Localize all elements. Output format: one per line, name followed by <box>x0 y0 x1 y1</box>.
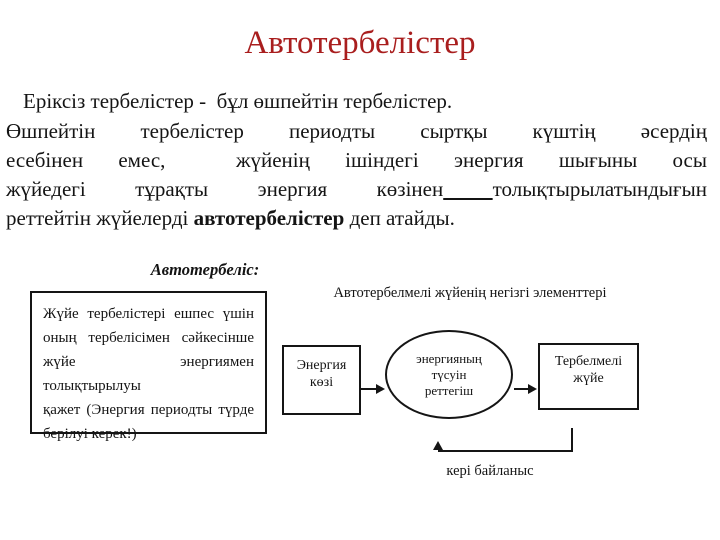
note-box-line: жүйе энергиямен толықтырылуы <box>43 354 254 394</box>
regulator-ellipse: энергияның түсуін реттегіш <box>385 330 513 419</box>
energy-source-box: Энергия көзі <box>282 345 361 415</box>
slide-title: Автотербелістер <box>244 25 476 61</box>
arrow-right-icon <box>376 384 385 394</box>
body-line-5-bold-term: автотербелістер <box>193 206 345 230</box>
body-line-2: Өшпейтін тербелістер периодты сыртқы күш… <box>6 119 707 143</box>
body-line-5: реттейтін жүйелерді автотербелістер деп … <box>6 204 707 233</box>
note-box: Жүйе тербелістері ешпес үшін оның тербел… <box>30 291 267 442</box>
body-paragraph: Өшпейтін тербелістер периодты сыртқы күш… <box>6 117 707 233</box>
energy-source-label-line2: көзі <box>309 375 334 390</box>
feedback-line-vertical <box>571 428 573 451</box>
underlined-space <box>443 177 492 201</box>
arrow-up-icon <box>433 441 443 450</box>
body-line-4: жүйедегі тұрақты энергия көзінен толықты… <box>6 175 707 204</box>
regulator-label-line2: түсуін <box>431 366 467 382</box>
oscillating-system-label-line1: Тербелмелі <box>554 354 623 369</box>
note-box-line: берілуі керек!) <box>43 426 137 442</box>
body-line-4-post: толықтырылатындығын <box>492 177 707 201</box>
body-line-1: Еріксіз тербелістер - бұл өшпейтін тербе… <box>23 89 453 113</box>
note-box-line: қажет (Энергия периодты түрде <box>43 402 254 418</box>
arrow-energy-to-regulator-line <box>361 388 378 390</box>
energy-source-label-line1: Энергия <box>296 358 347 373</box>
oscillating-system-label-line2: жүйе <box>573 371 604 386</box>
note-box-line: Жүйе тербелістері ешпес үшін <box>43 306 254 322</box>
body-line-5-pre: реттейтін жүйелерді <box>6 206 194 230</box>
body-line-5-post: деп атайды. <box>344 206 455 230</box>
oscillating-system-box: Тербелмелі жүйе <box>538 343 639 410</box>
body-line-3: есебінен емес, жүйенің ішіндегі энергия … <box>6 148 707 172</box>
note-box-line: оның тербелісімен сәйкесінше <box>43 330 254 346</box>
diagram-heading: Автотербеліс: <box>150 260 260 279</box>
regulator-label-line1: энергияның <box>416 350 482 366</box>
feedback-line-horizontal <box>438 450 573 452</box>
body-line-4-pre: жүйедегі тұрақты энергия көзінен <box>6 177 444 201</box>
regulator-label-line3: реттегіш <box>424 382 474 398</box>
elements-title: Автотербелмелі жүйенің негізгі элементте… <box>333 285 607 301</box>
feedback-label: кері байланыс <box>446 463 534 479</box>
arrow-right-icon <box>528 384 537 394</box>
arrow-regulator-to-system-line <box>514 388 530 390</box>
